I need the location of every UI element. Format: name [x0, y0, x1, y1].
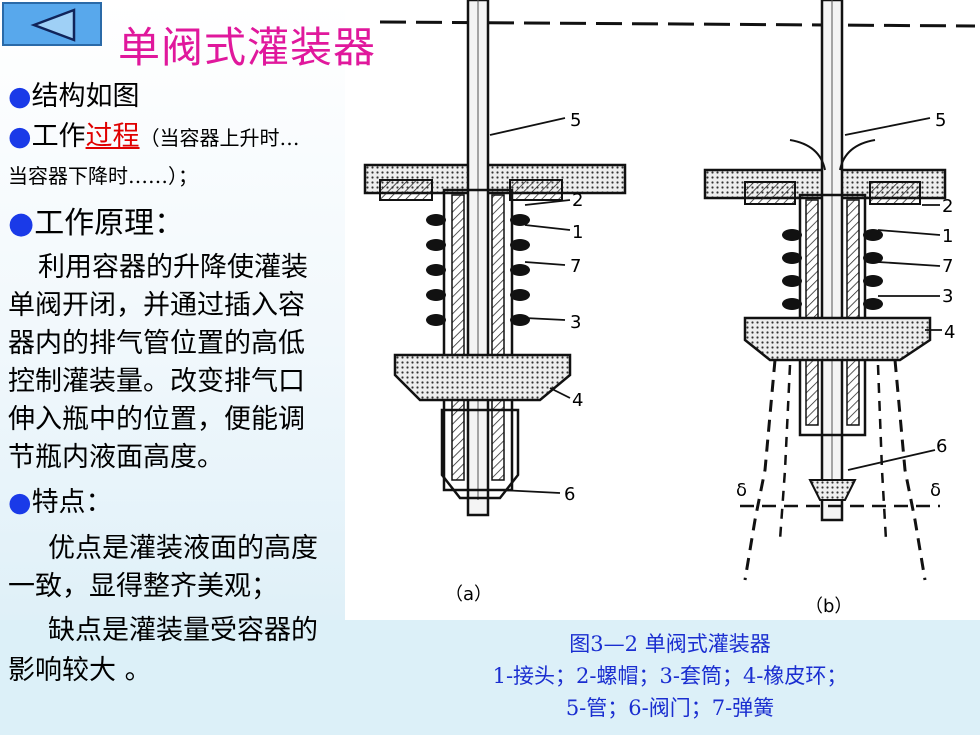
figure-caption-legend-2: 5-管；6-阀门；7-弹簧 — [565, 696, 775, 720]
svg-text:1: 1 — [572, 222, 583, 243]
delta-right: δ — [930, 480, 941, 501]
subfigure-a: 5 2 1 7 3 4 6 （a） — [363, 0, 627, 605]
bullet-icon: ● — [8, 487, 32, 518]
principle-line: 器内的排气管位置的高低 — [8, 328, 305, 359]
subfigure-b: 5 2 1 7 3 4 6 δ δ （b） — [703, 0, 955, 617]
features-line: 缺点是灌装量受容器的 — [48, 615, 318, 646]
figure-caption-legend: 1-接头；2-螺帽；3-套筒；4-橡皮环； — [492, 664, 848, 688]
features-line: 优点是灌装液面的高度 — [48, 533, 318, 564]
process-line: ●工作过程（当容器上升时… — [8, 121, 300, 152]
principle-line: 节瓶内液面高度。 — [8, 442, 224, 473]
svg-text:6: 6 — [936, 436, 947, 457]
liquid-level-dashed-line — [379, 20, 976, 28]
svg-text:5: 5 — [570, 110, 581, 131]
subfigure-a-label: （a） — [445, 584, 492, 605]
caption-band-background — [0, 620, 980, 735]
svg-text:3: 3 — [570, 312, 581, 333]
principle-heading: ●工作原理： — [8, 206, 185, 241]
slide-title: 单阀式灌装器 — [118, 23, 377, 72]
svg-text:5: 5 — [935, 110, 946, 131]
svg-text:7: 7 — [570, 256, 581, 277]
svg-text:7: 7 — [942, 256, 953, 277]
figure-caption-title: 图3—2 单阀式灌装器 — [569, 632, 771, 656]
features-heading: ●特点： — [8, 487, 113, 518]
svg-text:4: 4 — [944, 322, 955, 343]
principle-line: 伸入瓶中的位置，便能调 — [8, 404, 305, 435]
svg-text:3: 3 — [942, 286, 953, 307]
principle-line: 控制灌装量。改变排气口 — [8, 366, 305, 397]
bullet-icon: ● — [8, 206, 35, 241]
svg-text:6: 6 — [564, 484, 575, 505]
features-line: 一致，显得整齐美观； — [8, 571, 278, 602]
back-button[interactable] — [2, 2, 102, 46]
structure-line: ●结构如图 — [8, 81, 140, 112]
svg-text:2: 2 — [572, 190, 583, 211]
process-link[interactable]: 过程 — [85, 121, 140, 152]
svg-text:4: 4 — [572, 390, 583, 411]
process-line-2: 当容器下降时……）； — [8, 164, 198, 188]
subfigure-b-label: （b） — [805, 596, 852, 617]
principle-line: 利用容器的升降使灌装 — [38, 252, 308, 283]
principle-line: 单阀开闭，并通过插入容 — [8, 290, 305, 321]
features-line: 影响较大 。 — [8, 655, 152, 686]
left-panel-background — [0, 0, 345, 620]
back-triangle-icon — [30, 8, 76, 42]
bullet-icon: ● — [8, 121, 32, 152]
svg-text:2: 2 — [942, 196, 953, 217]
delta-left: δ — [736, 480, 747, 501]
svg-text:1: 1 — [942, 226, 953, 247]
bullet-icon: ● — [8, 81, 32, 112]
valve-filler-diagram: 5 2 1 7 3 4 6 （a） — [363, 0, 976, 617]
